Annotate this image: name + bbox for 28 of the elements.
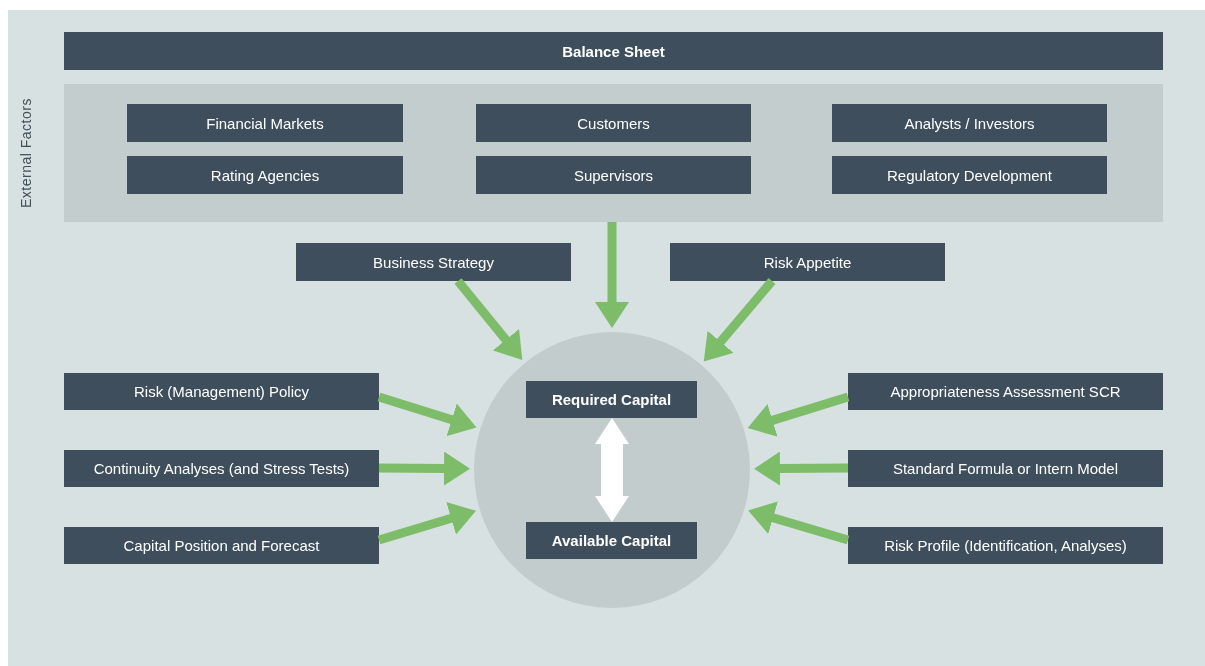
arrow [454,278,523,360]
arrow [748,501,850,545]
arrow [595,222,629,328]
label-box: Capital Position and Forecast [64,527,379,564]
group-heading: External Factors [18,98,34,208]
arrow [378,451,470,486]
arrow [595,418,629,522]
label-box: Business Strategy [296,243,571,281]
label-box: Appropriateness Assessment SCR [848,373,1163,410]
arrow [703,278,776,362]
arrow [377,502,476,545]
label-box: Supervisors [476,156,751,194]
label-box: Continuity Analyses (and Stress Tests) [64,450,379,487]
label-box: Rating Agencies [127,156,403,194]
label-box: Required Capital [526,381,697,418]
label-box: Customers [476,104,751,142]
arrow [377,392,477,436]
label-box: Risk (Management) Policy [64,373,379,410]
label-box: Risk Profile (Identification, Analyses) [848,527,1163,564]
label-box: Analysts / Investors [832,104,1107,142]
label-box: Financial Markets [127,104,403,142]
label-box: Available Capital [526,522,697,559]
label-box: Standard Formula or Intern Model [848,450,1163,487]
arrow [754,451,849,486]
label-box: Regulatory Development [832,156,1107,194]
label-box: Balance Sheet [64,32,1163,70]
arrow [747,392,850,437]
label-box: Risk Appetite [670,243,945,281]
